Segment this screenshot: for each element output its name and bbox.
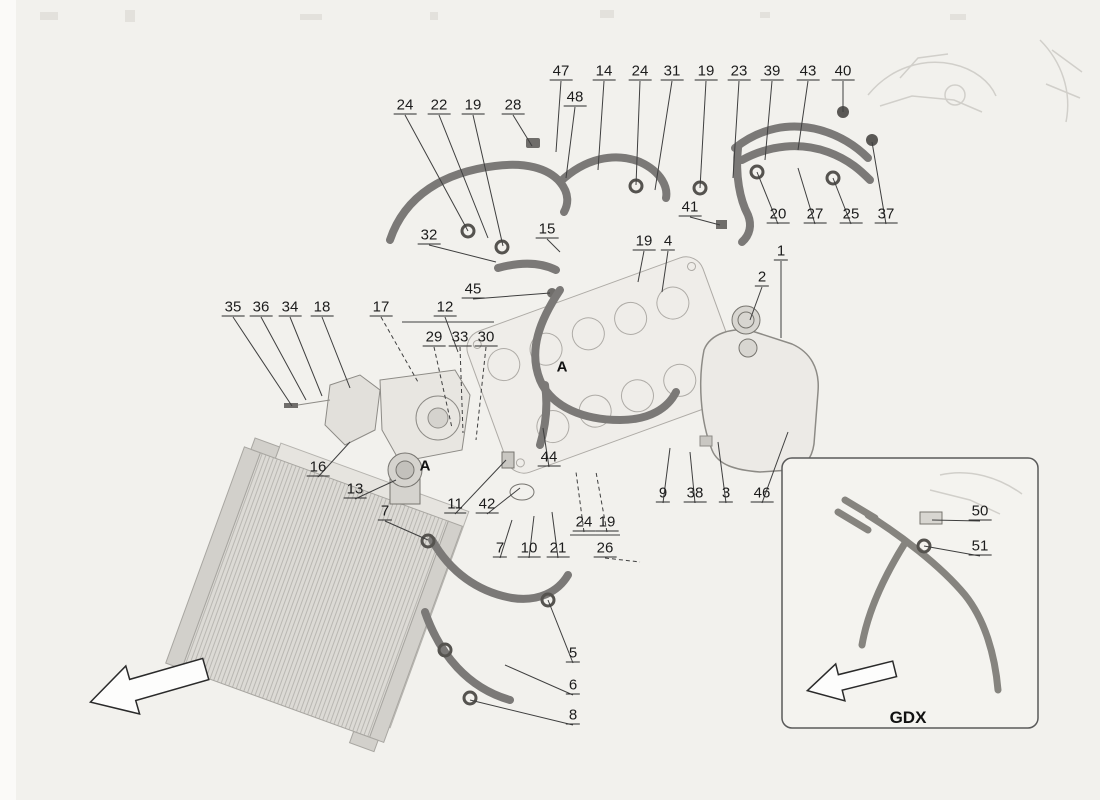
group-brackets xyxy=(402,321,620,536)
expansion-tank xyxy=(699,305,819,473)
main-direction-arrow xyxy=(88,657,210,716)
engine-block xyxy=(466,256,744,474)
ghost-sketch xyxy=(867,39,1083,123)
scan-artifacts xyxy=(40,10,966,22)
leader-lines xyxy=(232,80,981,726)
coolant-hoses xyxy=(386,122,874,704)
radiator xyxy=(165,437,470,753)
inset-label: GDX xyxy=(889,708,927,727)
thermostat xyxy=(387,452,423,505)
inset-box xyxy=(781,457,1039,729)
bracket-assembly xyxy=(284,369,471,463)
inset-direction-arrow xyxy=(805,660,898,702)
